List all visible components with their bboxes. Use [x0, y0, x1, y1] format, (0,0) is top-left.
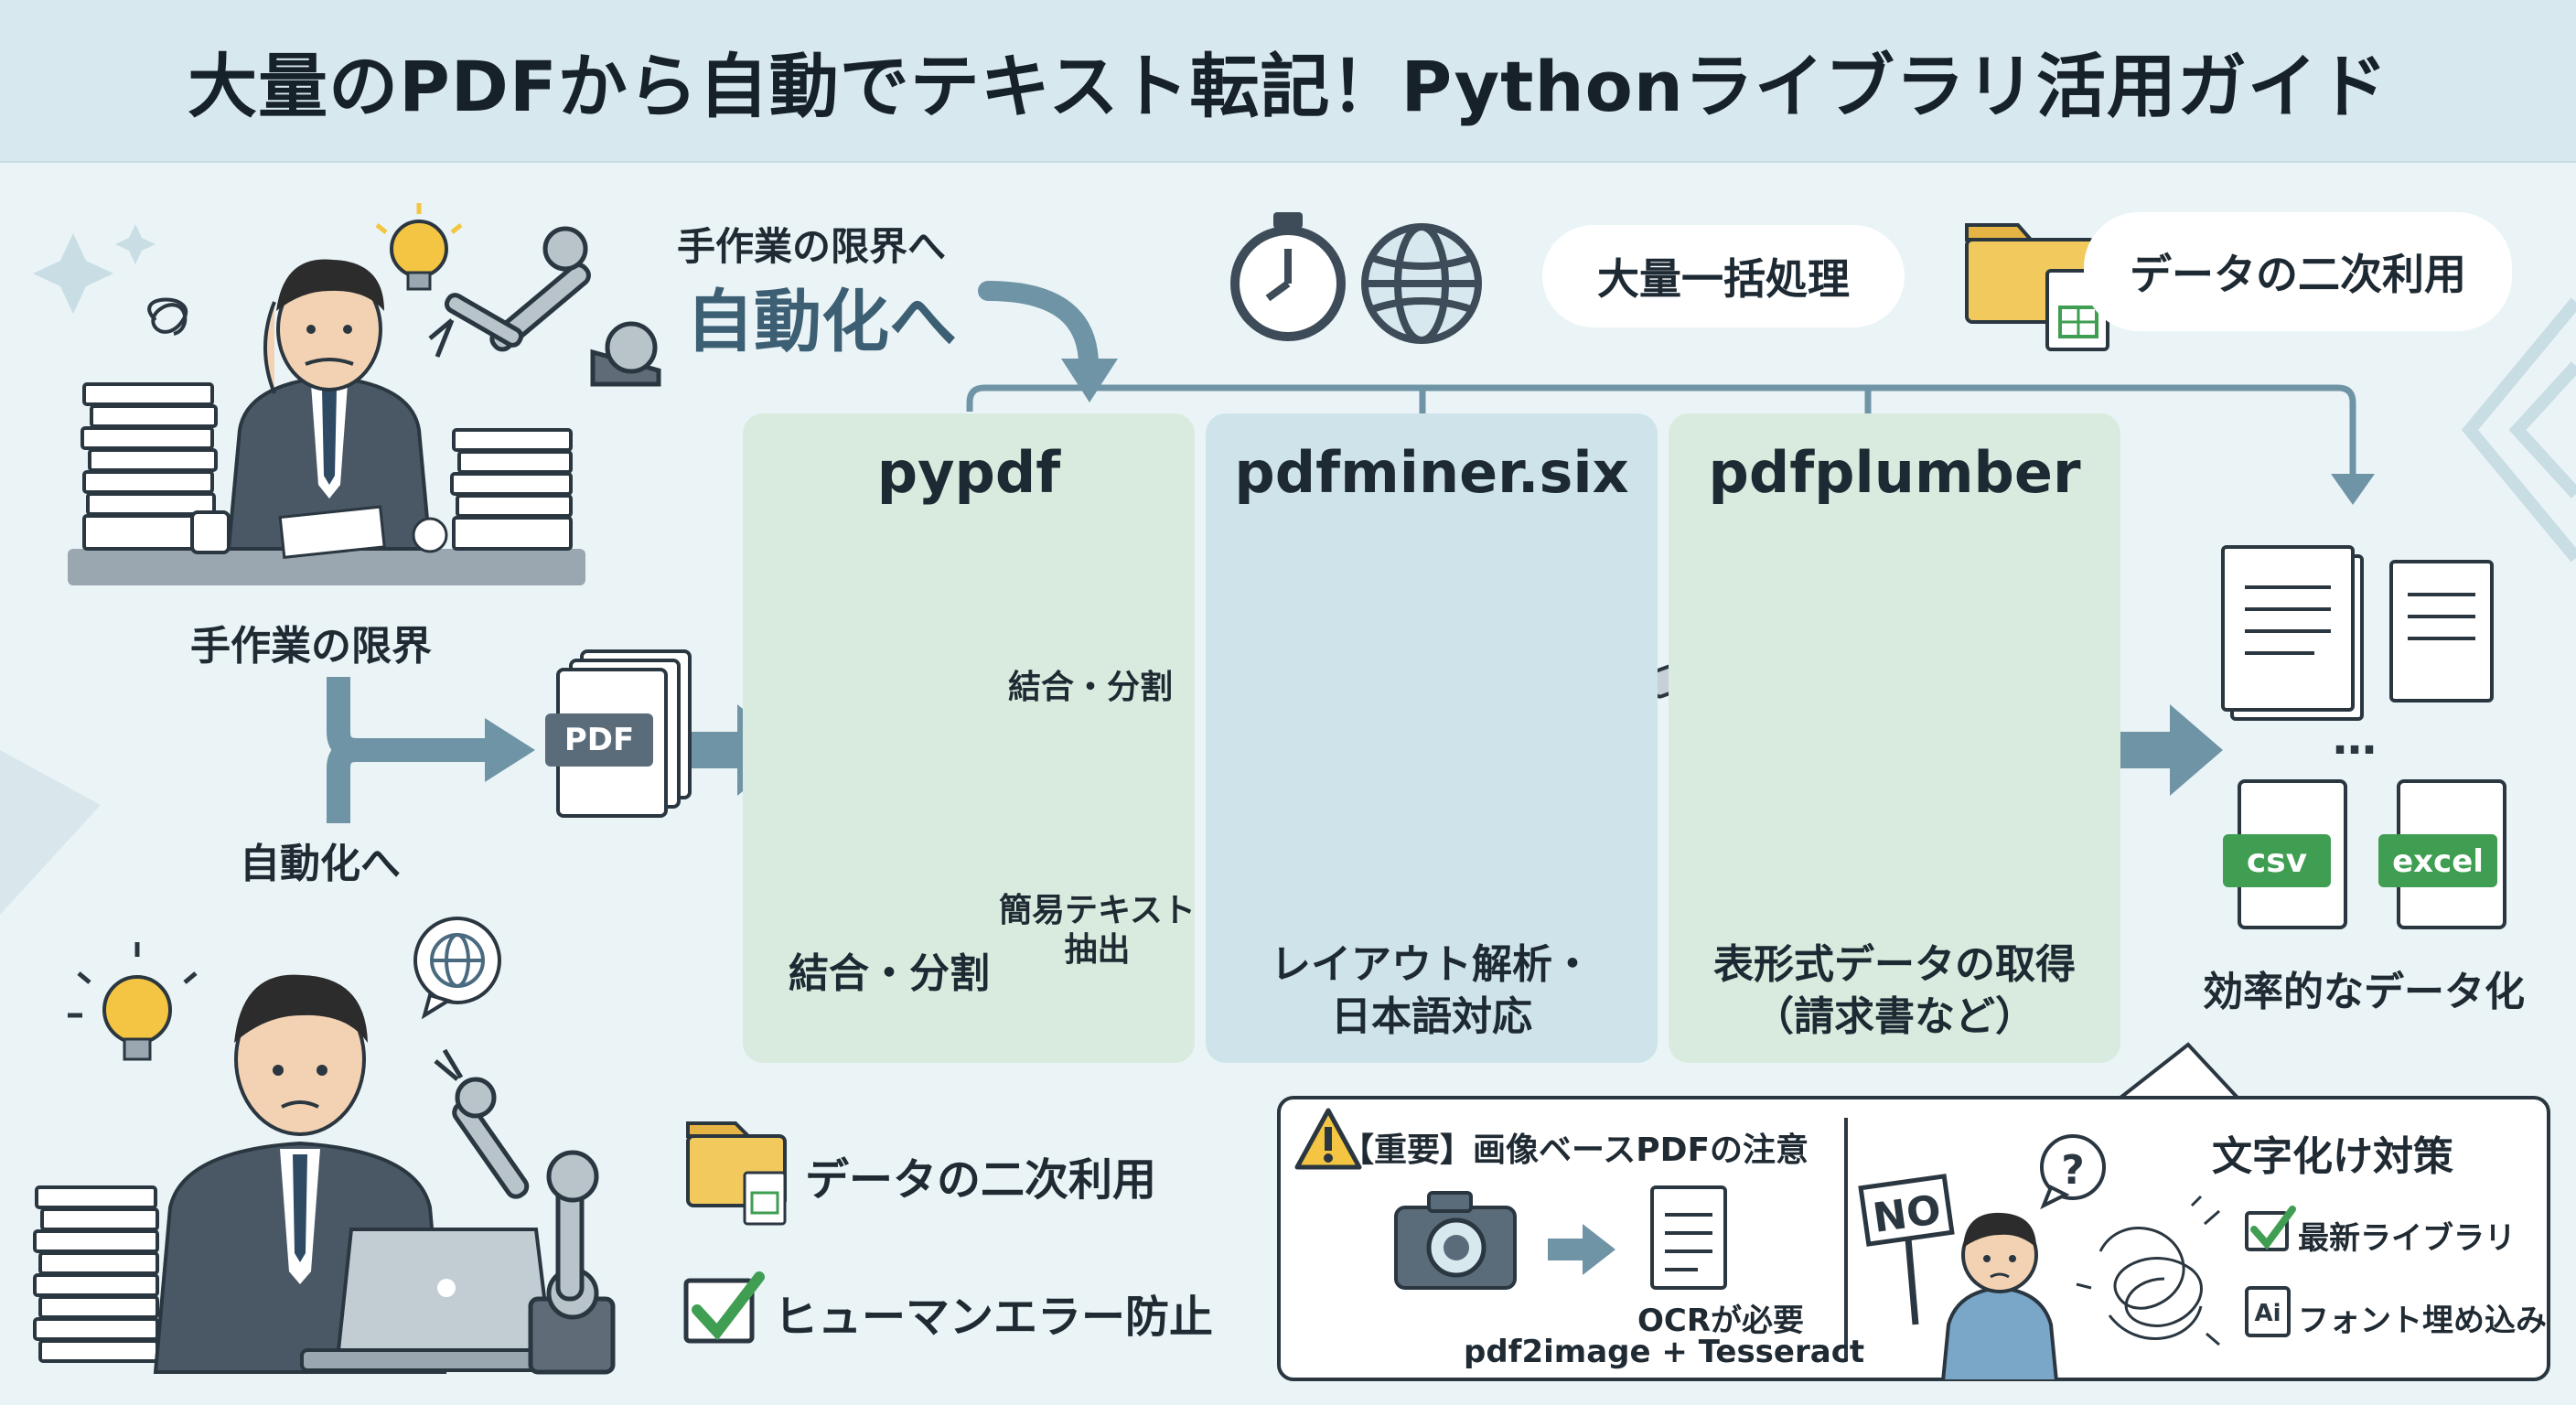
arrow-head	[2170, 704, 2223, 796]
data-reuse-bottom-label: データの二次利用	[805, 1154, 1157, 1206]
efficient-data-caption: 効率的なデータ化	[2203, 969, 2525, 1015]
pypdf-title: pypdf	[876, 439, 1061, 506]
distribution-connector	[966, 384, 2356, 476]
manual-limit-small-label: 手作業の限界へ	[677, 224, 947, 269]
folder-icon	[686, 1121, 787, 1226]
flow-arrow	[1548, 1239, 1584, 1260]
output-document-icon	[2389, 560, 2494, 702]
pdfplumber-panel: pdfplumber 表形式データの取得 （請求書など）	[1669, 413, 2120, 1063]
worried-worker-illustration	[33, 974, 596, 1374]
arrow-head	[485, 718, 535, 782]
csv-file-icon: csv	[2223, 779, 2347, 929]
flow-arrow	[327, 677, 489, 762]
data-reuse-label: データの二次利用	[2130, 250, 2466, 299]
pdfminer-panel: pdfminer.six レイアウト解析・ 日本語対応	[1206, 413, 1658, 1063]
page-title: 大量のPDFから自動でテキスト転記！Pythonライブラリ活用ガイド	[188, 46, 2388, 127]
note-graphics: NO ? Ai	[1294, 1108, 2296, 1381]
globe-bubble-icon	[413, 917, 501, 1020]
human-error-label: ヒューマンエラー防止	[774, 1292, 1214, 1343]
pdfplumber-caption: 表形式データの取得 （請求書など）	[1713, 941, 2076, 1041]
flow-arrow	[684, 732, 739, 768]
lightbulb-icon	[68, 942, 198, 1061]
arrow-head	[1061, 359, 1118, 402]
mojibake-title: 文字化け対策	[2212, 1133, 2453, 1180]
batch-processing-bubble: 大量一括処理	[1542, 225, 1905, 327]
globe-icon	[1361, 223, 1482, 344]
no-sign-label: NO	[1870, 1186, 1944, 1242]
pdf-file-icon	[545, 649, 692, 818]
data-reuse-bubble: データの二次利用	[2084, 212, 2512, 331]
ocr-required-label: OCRが必要	[1637, 1303, 1805, 1339]
text-document-icon	[1650, 1185, 1727, 1290]
confused-person-illustration: NO ?	[1858, 1134, 2106, 1381]
ellipsis-label: …	[2333, 713, 2377, 765]
title-bar: 大量のPDFから自動でテキスト転記！Pythonライブラリ活用ガイド	[0, 0, 2576, 163]
warning-note-box: NO ? Ai	[1277, 1096, 2550, 1381]
ai-badge-label: Ai	[2254, 1300, 2281, 1327]
tip-latest-library: 最新ライブラリ	[2298, 1220, 2516, 1257]
lightbulb-icon	[375, 203, 463, 291]
tip-font-embedding: フォント埋め込み	[2298, 1303, 2547, 1339]
deco-shape	[0, 750, 101, 915]
checkbox-icon	[683, 1271, 765, 1344]
callout-pointer	[2119, 1042, 2239, 1099]
csv-label: csv	[2247, 842, 2307, 880]
to-automation-label: 自動化へ	[240, 841, 401, 887]
curved-arrow	[978, 281, 1099, 376]
mojibake-scribble-icon	[2076, 1195, 2220, 1346]
image-pdf-warning-title: 【重要】画像ベースPDFの注意	[1341, 1132, 1809, 1169]
manual-limit-label: 手作業の限界	[190, 623, 432, 670]
pdfminer-title: pdfminer.six	[1234, 439, 1629, 506]
robot-arm-icon	[428, 226, 661, 387]
excel-label: excel	[2392, 843, 2484, 880]
pdfminer-caption: レイアウト解析・ 日本語対応	[1271, 941, 1593, 1041]
pdf-label: PDF	[564, 722, 635, 758]
ocr-tools-label: pdf2image + Tesseract	[1464, 1334, 1865, 1370]
ai-font-icon: Ai	[2245, 1286, 2291, 1337]
batch-processing-label: 大量一括処理	[1597, 254, 1850, 304]
camera-icon	[1394, 1191, 1517, 1290]
arrow-head	[1583, 1224, 1615, 1275]
arrow-head	[2331, 474, 2375, 505]
pdfplumber-title: pdfplumber	[1708, 439, 2081, 506]
pypdf-panel: pypdf 結合・分割 簡易テキスト 抽出 結合・分割	[743, 413, 1196, 1063]
sparkle-icon	[33, 224, 156, 314]
flow-arrow	[2120, 732, 2172, 768]
deco-chevron-icon	[2461, 297, 2576, 563]
pypdf-extract-label: 簡易テキスト 抽出	[999, 892, 1196, 970]
automation-large-label: 自動化へ	[686, 283, 957, 361]
checkbox-icon	[2245, 1206, 2296, 1251]
question-bubble-glyph: ?	[2061, 1147, 2085, 1194]
pypdf-caption: 結合・分割	[789, 950, 990, 997]
output-document-icon	[2221, 545, 2364, 721]
stopwatch-icon	[1230, 212, 1346, 341]
pypdf-merge-label: 結合・分割	[1008, 669, 1174, 706]
excel-file-icon: excel	[2378, 779, 2506, 929]
robot-arm-icon	[434, 1048, 616, 1375]
warning-icon	[1294, 1108, 1362, 1170]
stressed-worker-illustration	[68, 259, 585, 585]
